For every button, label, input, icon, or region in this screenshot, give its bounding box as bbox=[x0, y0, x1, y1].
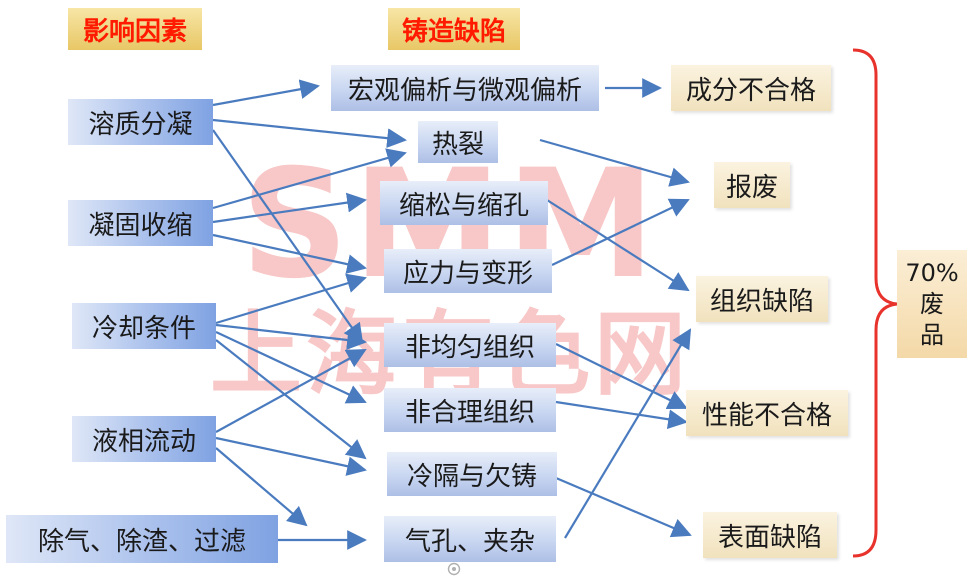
arrow-flow-coldshut bbox=[215, 436, 367, 476]
cause-solute-segregation: 溶质分凝 bbox=[68, 99, 213, 145]
arrow-shrink-porosity bbox=[212, 192, 367, 224]
arrow-solute-nonuniform bbox=[212, 129, 364, 344]
arrow-cool-stress bbox=[215, 273, 367, 325]
slide-marker-icon bbox=[447, 562, 461, 576]
defect-irrational-structure: 非合理组织 bbox=[384, 388, 556, 432]
waste-bracket bbox=[852, 48, 898, 558]
arrow-hotcrack-scrap bbox=[539, 138, 690, 187]
result-surface-defect: 表面缺陷 bbox=[703, 512, 837, 558]
defect-shrinkage-porosity: 缩松与缩孔 bbox=[380, 181, 548, 225]
arrow-solute-macro bbox=[212, 79, 320, 107]
defect-segregation: 宏观偏析与微观偏析 bbox=[331, 65, 599, 111]
result-structure-defect: 组织缺陷 bbox=[696, 276, 828, 322]
arrow-flow-nonuniform bbox=[215, 349, 367, 433]
arrow-irrational-property bbox=[555, 400, 688, 430]
result-scrap: 报废 bbox=[714, 162, 790, 208]
arrow-shrink-hotcrack bbox=[212, 148, 407, 210]
cause-solidification-shrinkage: 凝固收缩 bbox=[68, 200, 213, 246]
arrow-flow-gas bbox=[215, 447, 308, 527]
cause-degassing-filtration: 除气、除渣、过滤 bbox=[6, 515, 278, 563]
defect-stress-deformation: 应力与变形 bbox=[384, 249, 552, 293]
defect-cold-shut: 冷隔与欠铸 bbox=[387, 452, 557, 496]
arrow-nonuniform-property bbox=[555, 343, 688, 410]
waste-char-1: 废 bbox=[920, 289, 944, 318]
defect-hot-crack: 热裂 bbox=[418, 121, 498, 163]
arrow-cool-nonuniform bbox=[215, 323, 367, 350]
arrow-porosity-microdefect bbox=[546, 199, 690, 292]
arrow-gas-microdefect bbox=[564, 328, 692, 539]
waste-percent: 70% bbox=[905, 258, 959, 287]
header-factors: 影响因素 bbox=[68, 8, 202, 50]
waste-rate: 70% 废 品 bbox=[897, 250, 967, 358]
header-defects: 铸造缺陷 bbox=[388, 8, 520, 50]
arrow-cool-irrational bbox=[215, 331, 367, 404]
arrow-shrink-stress bbox=[212, 233, 367, 274]
arrow-stress-scrap bbox=[551, 198, 690, 266]
defect-nonuniform-structure: 非均匀组织 bbox=[384, 323, 556, 367]
cause-cooling-condition: 冷却条件 bbox=[72, 303, 216, 349]
arrow-solute-hotcrack bbox=[212, 118, 407, 149]
cause-liquid-flow: 液相流动 bbox=[72, 416, 216, 462]
arrow-coldshut-surface bbox=[555, 476, 692, 538]
waste-char-2: 品 bbox=[920, 320, 944, 349]
arrow-cool-coldshut bbox=[215, 339, 367, 460]
result-property-fail: 性能不合格 bbox=[686, 390, 848, 436]
defect-gas-inclusion: 气孔、夹杂 bbox=[384, 516, 556, 562]
result-composition-fail: 成分不合格 bbox=[671, 65, 831, 111]
